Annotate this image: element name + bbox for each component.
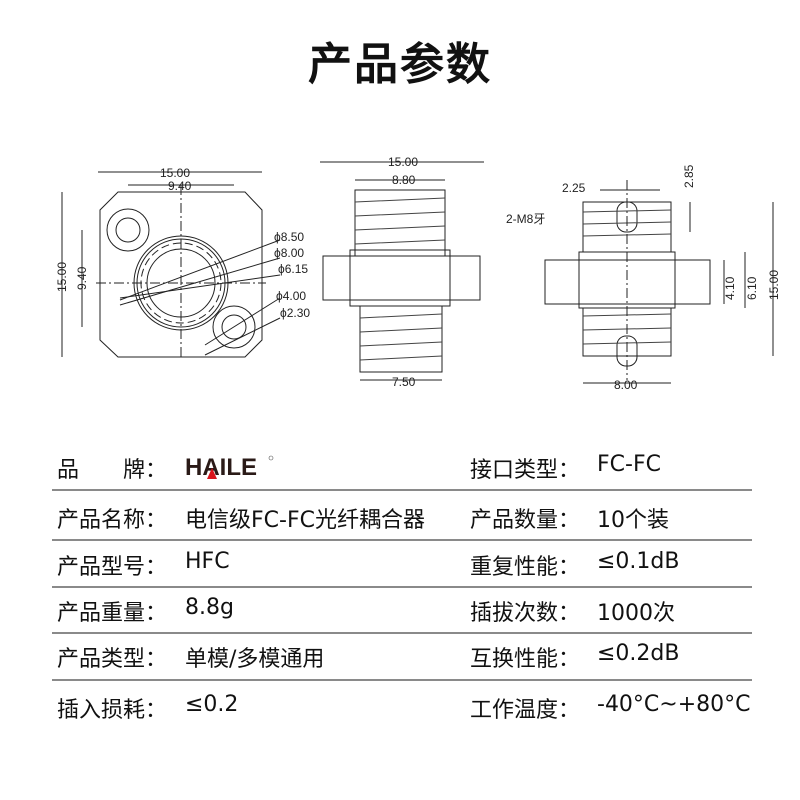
page-title: 产品参数 [308,39,492,90]
dim-dia-1: ϕ8.50 [274,230,304,244]
dim-total-height: 15.00 [767,270,781,300]
dim-slot-depth: 2.85 [682,164,696,188]
spec-label: 接口类型： [470,458,581,483]
spec-label: 品 牌： [57,458,168,483]
dim-v-spacing: 9.40 [75,266,89,290]
spec-row: 插入损耗： ≤0.2 工作温度： -40°C~+80°C [57,684,751,730]
dim-bottom-width: 7.50 [392,375,416,389]
spec-value: -40°C~+80°C [597,692,751,717]
front-view: 15.00 9.40 15.00 9.40 ϕ8.50 ϕ8.00 ϕ6.15 … [55,166,310,360]
spec-value: ≤0.1dB [597,549,680,574]
dim-dia-2: ϕ8.00 [274,246,304,260]
dim-section-bottom-width: 8.00 [614,378,638,392]
spec-label: 产品类型： [57,647,168,672]
divider [52,539,752,541]
spec-value: HFC [185,549,230,574]
dim-hole-spacing: 9.40 [168,179,192,193]
spec-value: FC-FC [597,452,661,477]
spec-row: 产品类型： 单模/多模通用 互换性能： ≤0.2dB [57,633,747,679]
spec-row: 品 牌： HAILE 接口类型： FC-FC [57,444,747,490]
spec-value: 8.8g [185,595,234,620]
spec-value: 10个装 [597,508,669,533]
spec-label: 工作温度： [470,698,581,723]
spec-label: 插拔次数： [470,601,581,626]
divider [52,489,752,491]
technical-drawings: 15.00 9.40 15.00 9.40 ϕ8.50 ϕ8.00 ϕ6.15 … [55,155,781,392]
spec-label: 产品重量： [57,601,168,626]
spec-label: 互换性能： [470,647,581,672]
dim-dia-3: ϕ6.15 [278,262,308,276]
svg-text:HAILE: HAILE [185,455,257,479]
spec-value: 单模/多模通用 [185,647,325,672]
spec-value: ≤0.2dB [597,641,680,666]
divider [52,586,752,588]
side-view: 15.00 8.80 7.50 [320,155,484,389]
dim-side-width: 15.00 [388,155,418,169]
spec-value: ≤0.2 [185,692,239,717]
spec-row: 产品名称： 电信级FC-FC光纤耦合器 产品数量： 10个装 [57,494,747,540]
divider [52,632,752,634]
divider [52,679,752,681]
spec-label: 产品名称： [57,508,168,533]
section-view: 2.25 2.85 2-M8牙 4.10 6.10 15.00 8.00 [506,164,781,392]
thread-note: 2-M8牙 [506,212,545,226]
dim-thread-width: 8.80 [392,173,416,187]
spec-label: 产品型号： [57,555,168,580]
dim-slot-width: 2.25 [562,181,586,195]
dim-width: 15.00 [160,166,190,180]
spec-value: 电信级FC-FC光纤耦合器 [185,508,425,533]
spec-label: 产品数量： [470,508,581,533]
spec-value: 1000次 [597,601,675,626]
dim-dia-5: ϕ2.30 [280,306,310,320]
spec-label: 重复性能： [470,555,581,580]
dim-flange-height: 4.10 [723,276,737,300]
dim-dia-4: ϕ4.00 [276,289,306,303]
dim-height: 15.00 [55,262,69,292]
spec-row: 产品重量： 8.8g 插拔次数： 1000次 [57,587,747,633]
spec-label: 插入损耗： [57,698,168,723]
brand-logo: HAILE [185,454,275,485]
spec-row: 产品型号： HFC 重复性能： ≤0.1dB [57,541,747,587]
dim-body-height: 6.10 [745,276,759,300]
